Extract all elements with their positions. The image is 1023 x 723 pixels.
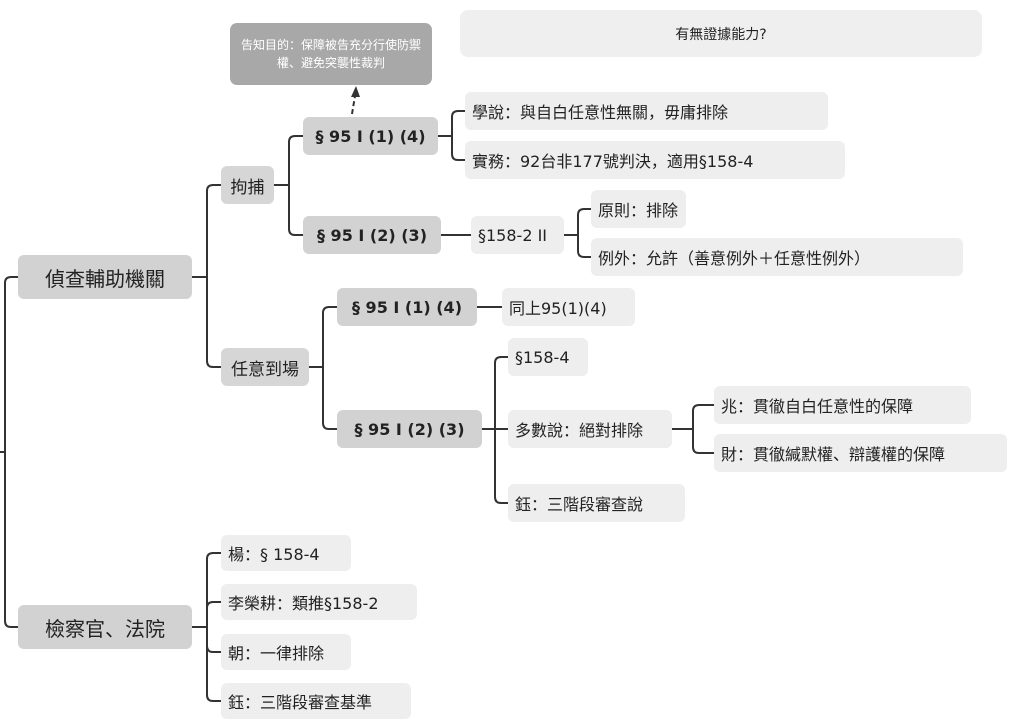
node-same-as-above[interactable]: 同上95(1)(4) — [502, 288, 635, 326]
label: §158-2 II — [478, 225, 548, 245]
node-li[interactable]: 李榮耕：類推§158-2 — [221, 584, 417, 620]
node-exception[interactable]: 例外：允許（善意例外＋任意性例外） — [591, 238, 963, 276]
connector — [206, 552, 221, 627]
label: 同上95(1)(4) — [509, 299, 607, 318]
node-158-4[interactable]: §158-4 — [508, 338, 588, 376]
label: 偵查輔助機關 — [45, 266, 165, 291]
question-text: 有無證據能力? — [675, 26, 767, 43]
node-theory[interactable]: 學說：與自白任意性無關，毋庸排除 — [465, 92, 828, 130]
node-voluntary[interactable]: 任意到場 — [221, 348, 309, 386]
node-arrest-s95-2-3[interactable]: § 95 I (2) (3) — [303, 216, 441, 254]
node-chao[interactable]: 朝：一律排除 — [221, 634, 351, 670]
connector — [577, 208, 591, 235]
connector — [351, 95, 356, 115]
connector — [494, 356, 508, 429]
note-text: 告知目的：保障被告充分行使防禦權、避免突襲性裁判 — [240, 38, 421, 70]
note-callout[interactable]: 告知目的：保障被告充分行使防禦權、避免突襲性裁判 — [230, 23, 432, 85]
node-prosecutor[interactable]: 檢察官、法院 — [18, 605, 192, 649]
connector — [288, 135, 303, 185]
node-practice[interactable]: 實務：92台非177號判決，適用§158-4 — [465, 141, 845, 179]
node-cai[interactable]: 財：貫徹緘默權、辯護權的保障 — [714, 434, 1007, 472]
node-yu[interactable]: 鈺：三階段審查基準 — [221, 683, 411, 719]
label: 原則：排除 — [598, 201, 679, 220]
connector — [206, 627, 221, 653]
connector — [206, 627, 221, 702]
label: 實務：92台非177號判決，適用§158-4 — [472, 152, 754, 171]
label: §158-4 — [515, 347, 570, 367]
node-principle[interactable]: 原則：排除 — [591, 190, 686, 228]
connector — [4, 276, 18, 452]
node-investigation[interactable]: 偵查輔助機關 — [18, 255, 192, 299]
label: 李榮耕：類推§158-2 — [228, 594, 379, 613]
node-voluntary-s95-2-3[interactable]: § 95 I (2) (3) — [337, 410, 482, 448]
connector — [577, 235, 591, 258]
node-majority[interactable]: 多數說：絕對排除 — [508, 410, 672, 448]
arrow-head-icon — [351, 86, 360, 97]
label: 學說：與自白任意性無關，毋庸排除 — [472, 103, 729, 122]
label: 鈺：三階段審查說 — [515, 495, 644, 514]
label: 財：貫徹緘默權、辯護權的保障 — [721, 445, 946, 464]
node-158-2[interactable]: §158-2 II — [471, 216, 564, 254]
label: 拘捕 — [230, 177, 265, 198]
connector — [494, 429, 508, 504]
connector — [206, 184, 221, 277]
label: 兆：貫徹自白任意性的保障 — [721, 397, 914, 416]
label: 楊：§ 158-4 — [228, 545, 320, 564]
label: § 95 I (2) (3) — [354, 419, 465, 439]
connector — [4, 452, 18, 628]
connector — [288, 185, 303, 236]
connector — [322, 306, 337, 367]
connector — [322, 367, 337, 430]
node-zhao[interactable]: 兆：貫徹自白任意性的保障 — [714, 386, 971, 424]
connector — [451, 110, 465, 136]
connector — [206, 277, 221, 368]
label: § 95 I (2) (3) — [316, 225, 427, 245]
label: 朝：一律排除 — [228, 644, 325, 663]
label: 多數說：絕對排除 — [515, 421, 644, 440]
node-three-stage[interactable]: 鈺：三階段審查說 — [508, 484, 685, 522]
node-voluntary-s95-1-4[interactable]: § 95 I (1) (4) — [337, 288, 477, 326]
node-arrest-s95-1-4[interactable]: § 95 I (1) (4) — [303, 117, 438, 155]
label: 檢察官、法院 — [45, 616, 165, 641]
label: 任意到場 — [231, 359, 299, 380]
connector — [451, 136, 465, 161]
label: § 95 I (1) (4) — [315, 126, 426, 146]
connector — [206, 601, 221, 627]
label: 鈺：三階段審查基準 — [228, 693, 373, 712]
connector — [692, 404, 714, 429]
question-topic[interactable]: 有無證據能力? — [460, 10, 982, 57]
node-yang[interactable]: 楊：§ 158-4 — [221, 535, 351, 571]
node-arrest[interactable]: 拘捕 — [221, 166, 274, 204]
label: § 95 I (1) (4) — [351, 297, 462, 317]
label: 例外：允許（善意例外＋任意性例外） — [598, 249, 871, 268]
connector — [692, 429, 714, 454]
